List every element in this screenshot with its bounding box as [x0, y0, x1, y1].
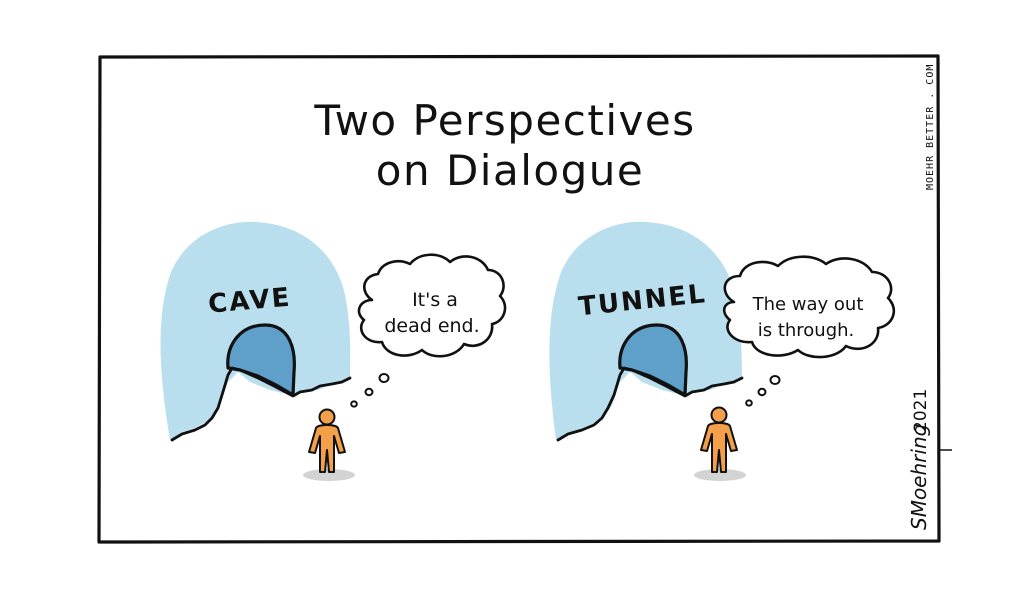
- tunnel-opening: [618, 323, 688, 397]
- person-shadow: [303, 469, 355, 481]
- thought-dot: [364, 387, 374, 397]
- person-figure: [303, 408, 355, 481]
- tunnel-ground-line: [556, 366, 744, 442]
- comic-title-line2: on Dialogue: [376, 146, 644, 195]
- person-figure: [694, 406, 746, 481]
- comic-title-line1: Two Perspectives: [313, 96, 695, 145]
- person-shadow: [694, 469, 746, 481]
- cave-thought-line2: dead end.: [384, 315, 479, 337]
- thought-dot: [769, 375, 781, 385]
- panel-border: [97, 54, 941, 544]
- tunnel-scene: TUNNEL The way out is through.: [549, 221, 896, 481]
- signature-year: 2021: [911, 389, 931, 432]
- tunnel-thought-bubble: [722, 255, 896, 359]
- website-credit: MOEHR BETTER . COM: [925, 64, 936, 190]
- signature: SMoehring: [907, 424, 931, 530]
- cave-scene: CAVE It's a dead end.: [160, 221, 507, 481]
- cave-thought-bubble: [357, 253, 507, 358]
- cave-opening: [226, 323, 296, 397]
- cave-thought-line1: It's a: [412, 289, 458, 311]
- cave-ground-line: [170, 366, 352, 442]
- thought-dot: [745, 399, 753, 407]
- tunnel-thought-line1: The way out: [752, 294, 864, 315]
- thought-dot: [378, 373, 390, 383]
- tunnel-thought-line2: is through.: [758, 320, 855, 341]
- thought-dot: [757, 387, 767, 397]
- cave-label: CAVE: [207, 283, 293, 320]
- thought-dot: [350, 400, 358, 408]
